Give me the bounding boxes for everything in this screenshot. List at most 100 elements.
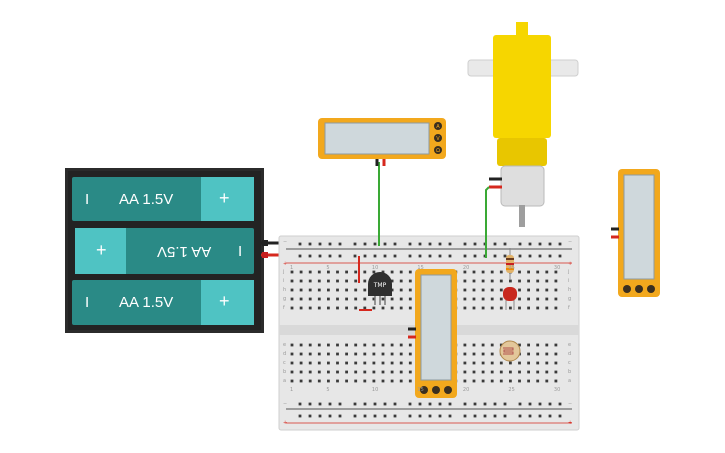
breadboard-hole[interactable] [336, 352, 339, 356]
breadboard-hole[interactable] [428, 414, 432, 418]
breadboard-hole[interactable] [536, 379, 540, 383]
breadboard-hole[interactable] [493, 254, 497, 258]
breadboard-hole[interactable] [463, 270, 467, 274]
breadboard-hole[interactable] [538, 254, 542, 258]
breadboard-hole[interactable] [399, 379, 403, 383]
breadboard-hole[interactable] [408, 414, 412, 418]
breadboard-hole[interactable] [499, 306, 503, 310]
breadboard-hole[interactable] [399, 352, 403, 356]
breadboard-hole[interactable] [554, 297, 558, 301]
breadboard-hole[interactable] [363, 270, 367, 274]
breadboard-hole[interactable] [327, 270, 330, 274]
breadboard-hole[interactable] [399, 297, 403, 301]
breadboard-hole[interactable] [372, 379, 376, 383]
breadboard-hole[interactable] [545, 306, 549, 310]
breadboard-hole[interactable] [298, 242, 302, 246]
breadboard-hole[interactable] [472, 297, 476, 301]
breadboard-hole[interactable] [327, 288, 330, 292]
breadboard-hole[interactable] [290, 306, 294, 310]
breadboard-hole[interactable] [399, 306, 403, 310]
breadboard-hole[interactable] [383, 402, 387, 406]
breadboard-hole[interactable] [558, 242, 562, 246]
breadboard-hole[interactable] [527, 270, 530, 274]
breadboard-hole[interactable] [473, 242, 477, 246]
breadboard-hole[interactable] [345, 352, 348, 356]
breadboard-hole[interactable] [408, 270, 412, 274]
breadboard-hole[interactable] [318, 254, 322, 258]
breadboard-hole[interactable] [558, 414, 562, 418]
breadboard-hole[interactable] [490, 379, 494, 383]
breadboard-hole[interactable] [463, 306, 467, 310]
breadboard-hole[interactable] [372, 297, 376, 301]
breadboard-hole[interactable] [528, 414, 532, 418]
breadboard-hole[interactable] [503, 242, 507, 246]
breadboard-hole[interactable] [472, 270, 476, 274]
breadboard-hole[interactable] [490, 297, 494, 301]
breadboard-hole[interactable] [381, 297, 385, 301]
breadboard-hole[interactable] [290, 270, 294, 274]
breadboard-hole[interactable] [503, 402, 507, 406]
breadboard-hole[interactable] [393, 254, 397, 258]
multimeter-right[interactable] [611, 169, 660, 297]
breadboard-hole[interactable] [390, 370, 394, 374]
breadboard-hole[interactable] [554, 352, 558, 356]
breadboard-hole[interactable] [518, 279, 521, 283]
breadboard-hole[interactable] [354, 297, 358, 301]
breadboard-hole[interactable] [336, 279, 339, 283]
breadboard-hole[interactable] [408, 370, 412, 374]
breadboard-hole[interactable] [463, 297, 467, 301]
breadboard-hole[interactable] [463, 352, 467, 356]
breadboard-hole[interactable] [408, 379, 412, 383]
breadboard-hole[interactable] [463, 279, 467, 283]
breadboard-hole[interactable] [527, 370, 530, 374]
breadboard-hole[interactable] [290, 379, 294, 383]
breadboard-hole[interactable] [463, 361, 467, 365]
breadboard-hole[interactable] [299, 306, 303, 310]
breadboard-hole[interactable] [472, 379, 476, 383]
breadboard-hole[interactable] [363, 343, 367, 347]
breadboard-hole[interactable] [418, 402, 422, 406]
breadboard-hole[interactable] [545, 270, 549, 274]
breadboard-hole[interactable] [481, 306, 485, 310]
breadboard-hole[interactable] [327, 361, 330, 365]
breadboard-hole[interactable] [554, 270, 558, 274]
breadboard-hole[interactable] [554, 379, 558, 383]
breadboard-hole[interactable] [290, 361, 294, 365]
breadboard-hole[interactable] [499, 270, 503, 274]
breadboard-hole[interactable] [408, 279, 412, 283]
breadboard-hole[interactable] [554, 343, 558, 347]
breadboard-hole[interactable] [299, 279, 303, 283]
breadboard-hole[interactable] [328, 402, 332, 406]
breadboard-hole[interactable] [363, 288, 367, 292]
breadboard-hole[interactable] [345, 379, 348, 383]
breadboard-hole[interactable] [545, 279, 549, 283]
breadboard-hole[interactable] [381, 306, 385, 310]
breadboard-hole[interactable] [518, 270, 521, 274]
breadboard-hole[interactable] [338, 414, 342, 418]
breadboard-hole[interactable] [536, 270, 540, 274]
breadboard-hole[interactable] [503, 254, 507, 258]
breadboard-hole[interactable] [399, 361, 403, 365]
breadboard-hole[interactable] [363, 379, 367, 383]
meter-button-ohm[interactable] [434, 146, 442, 154]
breadboard-hole[interactable] [345, 297, 348, 301]
breadboard-hole[interactable] [338, 402, 342, 406]
breadboard-hole[interactable] [499, 279, 503, 283]
breadboard-hole[interactable] [317, 352, 321, 356]
breadboard-hole[interactable] [327, 343, 330, 347]
breadboard-hole[interactable] [354, 370, 358, 374]
breadboard-hole[interactable] [390, 306, 394, 310]
breadboard-hole[interactable] [518, 343, 521, 347]
breadboard-hole[interactable] [463, 242, 467, 246]
breadboard-hole[interactable] [363, 254, 367, 258]
breadboard-hole[interactable] [518, 288, 521, 292]
breadboard-hole[interactable] [373, 414, 377, 418]
breadboard-hole[interactable] [527, 279, 530, 283]
breadboard-hole[interactable] [336, 361, 339, 365]
breadboard-hole[interactable] [345, 361, 348, 365]
breadboard-hole[interactable] [545, 361, 549, 365]
breadboard-hole[interactable] [463, 254, 467, 258]
breadboard-hole[interactable] [393, 402, 397, 406]
breadboard-hole[interactable] [463, 343, 467, 347]
breadboard-hole[interactable] [308, 279, 312, 283]
